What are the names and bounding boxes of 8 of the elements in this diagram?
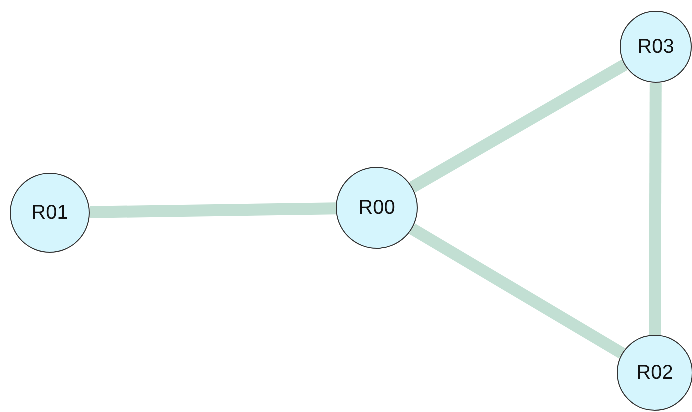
node-label: R02 xyxy=(636,362,674,384)
node-label: R00 xyxy=(358,196,396,220)
node-label: R01 xyxy=(32,202,68,224)
connector-line xyxy=(90,202,336,218)
connector-line xyxy=(410,60,628,193)
connector-line xyxy=(409,224,626,359)
node-label: R03 xyxy=(638,36,674,58)
connector-line xyxy=(649,82,662,336)
